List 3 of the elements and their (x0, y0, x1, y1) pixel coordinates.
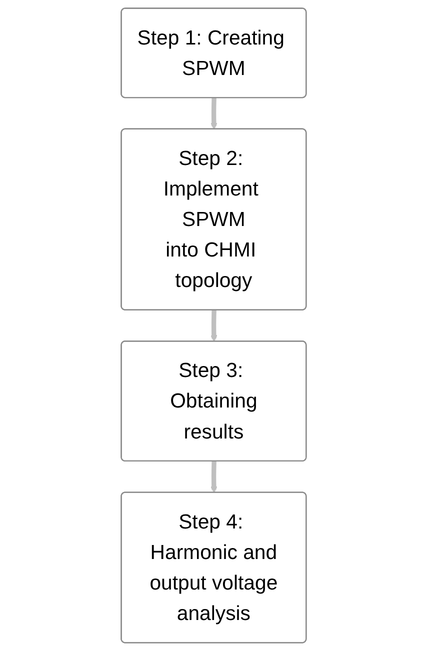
arrow (210, 461, 218, 494)
arrow (210, 310, 218, 342)
arrow (210, 98, 218, 130)
